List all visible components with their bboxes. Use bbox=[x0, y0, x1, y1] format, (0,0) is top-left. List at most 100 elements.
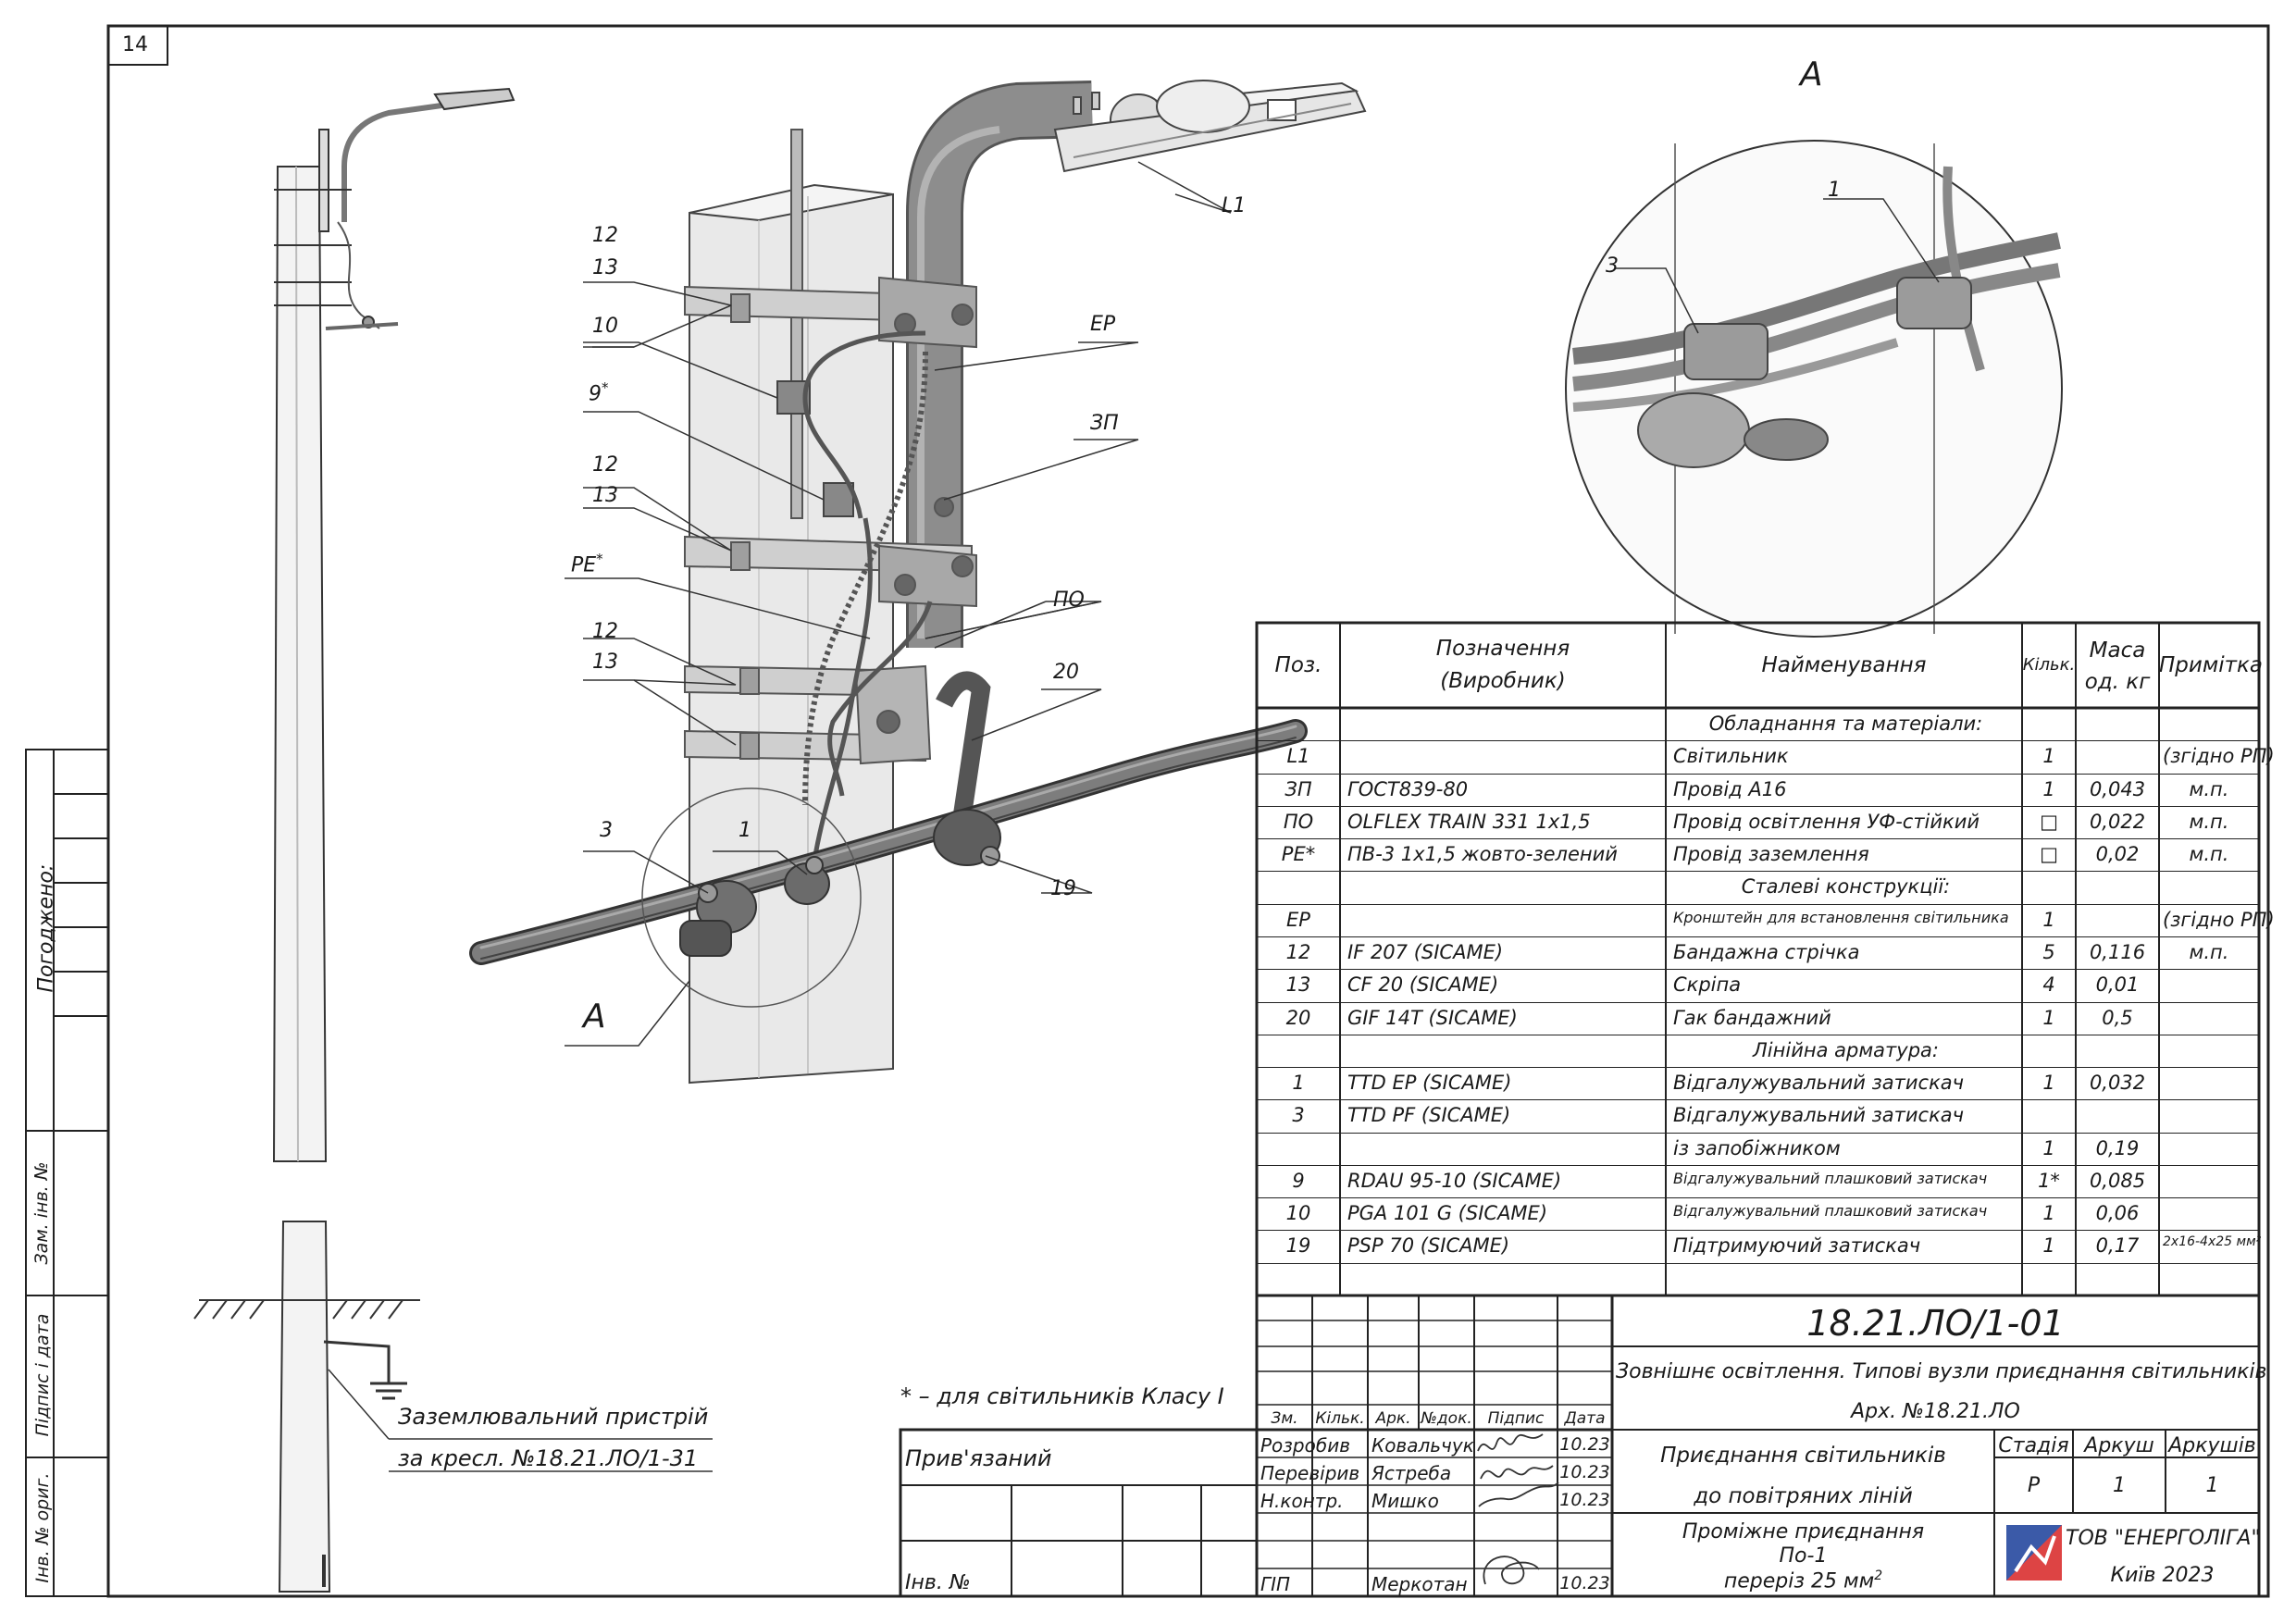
spec-cell-name: Світильник bbox=[1673, 745, 1789, 768]
spec-cell-qty: 1* bbox=[2038, 1169, 2060, 1192]
spec-cell-name: Гак бандажний bbox=[1673, 1006, 1831, 1029]
spec-cell-pos: 13 bbox=[1285, 973, 1311, 997]
signatures bbox=[1477, 1433, 1559, 1585]
callout-13-bottom: 13 bbox=[592, 651, 618, 674]
callout-zp: ЗП bbox=[1090, 412, 1119, 435]
detail-a-callout-1: 1 bbox=[1828, 179, 1841, 202]
spec-cell-pos: ПО bbox=[1283, 810, 1314, 833]
spec-cell-mass: 0,19 bbox=[2095, 1136, 2140, 1159]
sheet-title-line2: до повітряних ліній bbox=[1694, 1484, 1913, 1508]
callout-l1: L1 bbox=[1222, 194, 1247, 217]
spec-cell-qty: □ bbox=[2040, 810, 2058, 833]
signatory-date: 10.23 bbox=[1559, 1573, 1610, 1593]
archive-number: Арх. №18.21.ЛО bbox=[1851, 1400, 2020, 1423]
wires bbox=[802, 330, 933, 862]
callout-10: 10 bbox=[592, 315, 618, 338]
spec-cell-pos: 20 bbox=[1285, 1006, 1311, 1029]
callout-3: 3 bbox=[600, 819, 613, 842]
spec-cell-note: (згідно РП) bbox=[2163, 745, 2275, 768]
spec-cell-pos: 12 bbox=[1285, 940, 1311, 963]
sheet-number-box bbox=[107, 25, 168, 66]
inv-label: Інв. № bbox=[905, 1571, 971, 1594]
spec-header-mass-1: Маса bbox=[2089, 638, 2146, 663]
spec-cell-des: PSP 70 (SICAME) bbox=[1347, 1234, 1510, 1258]
stage-label: Стадія bbox=[1998, 1434, 2069, 1457]
company-name: ТОВ "ЕНЕРГОЛІГА" bbox=[2066, 1527, 2261, 1550]
band-straps bbox=[684, 276, 991, 816]
spec-cell-qty: 5 bbox=[2042, 940, 2055, 963]
spec-cell-name: Провід освітлення УФ-стійкий bbox=[1673, 810, 1980, 833]
spec-cell-mass: 0,022 bbox=[2089, 810, 2146, 833]
spec-cell-mass: 0,02 bbox=[2095, 843, 2140, 866]
spec-cell-note: м.п. bbox=[2189, 810, 2229, 833]
spec-cell-pos: 3 bbox=[1292, 1104, 1305, 1127]
spec-cell-qty: □ bbox=[2040, 843, 2058, 866]
bracket-ep bbox=[906, 81, 1093, 648]
spec-cell-mass: 0,032 bbox=[2089, 1072, 2146, 1095]
spec-cell-des: RDAU 95-10 (SICAME) bbox=[1347, 1169, 1562, 1192]
sheet-number: 14 bbox=[122, 33, 148, 56]
spec-header-qty: Кільк. bbox=[2022, 655, 2076, 675]
spec-cell-pos: EP bbox=[1286, 908, 1310, 931]
spec-cell-pos: 1 bbox=[1292, 1072, 1305, 1095]
spec-cell-pos: ЗП bbox=[1285, 777, 1312, 800]
strip-replaced-inv-label: Зам. інв. № bbox=[31, 1161, 52, 1265]
spec-cell-qty: 1 bbox=[2042, 1006, 2055, 1029]
spec-cell-mass: 0,01 bbox=[2095, 973, 2140, 997]
signatory-date: 10.23 bbox=[1559, 1490, 1610, 1510]
grounding-note-line1: Заземлювальний пристрій bbox=[398, 1404, 709, 1430]
subtitle-line2: По-1 bbox=[1779, 1544, 1828, 1568]
spec-cell-des: ПВ-3 1x1,5 жовто-зелений bbox=[1347, 843, 1618, 866]
spec-cell-des: IF 207 (SICAME) bbox=[1347, 940, 1504, 963]
overview-pole bbox=[272, 87, 515, 1162]
spec-row-divider bbox=[1257, 1099, 2259, 1101]
signatory-date: 10.23 bbox=[1559, 1434, 1610, 1455]
callout-ep: EP bbox=[1090, 313, 1116, 336]
class-footnote: * – для світильників Класу І bbox=[900, 1383, 1224, 1409]
signatory-name: Меркотан bbox=[1371, 1573, 1468, 1595]
spec-cell-name: Провід А16 bbox=[1673, 777, 1787, 800]
spec-cell-pos: PE* bbox=[1281, 843, 1316, 866]
line-clamps bbox=[679, 809, 1001, 957]
detail-a-callout-3: 3 bbox=[1606, 254, 1619, 278]
spec-cell-note: м.п. bbox=[2189, 940, 2229, 963]
spec-cell-name: Підтримуючий затискач bbox=[1673, 1234, 1921, 1258]
callout-12-middle: 12 bbox=[592, 453, 618, 477]
revision-header-cell: Арк. bbox=[1375, 1409, 1411, 1428]
spec-row-divider bbox=[1257, 805, 2259, 807]
callout-9: 9* bbox=[589, 379, 609, 406]
subtitle-line3: переріз 25 мм2 bbox=[1723, 1568, 1883, 1593]
spec-cell-note: 2x16-4x25 мм² bbox=[2163, 1234, 2262, 1250]
callout-20: 20 bbox=[1053, 661, 1079, 684]
spec-row-divider bbox=[1257, 936, 2259, 937]
spec-header-note: Примітка bbox=[2159, 653, 2263, 677]
signatory-name: Ковальчук bbox=[1371, 1434, 1474, 1457]
title-block-grid bbox=[899, 1294, 2261, 1598]
lower-pole-grounding bbox=[193, 1221, 713, 1593]
spec-cell-des: CF 20 (SICAME) bbox=[1347, 973, 1499, 997]
spec-header-designation-1: Позначення bbox=[1435, 637, 1570, 661]
strip-agreed-label: Погоджено: bbox=[34, 863, 58, 993]
callout-po: ПО bbox=[1053, 589, 1085, 612]
spec-section-title: Лінійна арматура: bbox=[1753, 1038, 1939, 1061]
spec-cell-des: PGA 101 G (SICAME) bbox=[1347, 1202, 1548, 1225]
project-title: Зовнішнє освітлення. Типові вузли приєдн… bbox=[1616, 1360, 2267, 1383]
spec-cell-pos: 10 bbox=[1285, 1202, 1311, 1225]
signatory-name: Мишко bbox=[1371, 1490, 1439, 1512]
sheets-label: Аркушів bbox=[2168, 1434, 2256, 1457]
spec-header-name: Найменування bbox=[1761, 653, 1927, 677]
spec-row-divider bbox=[1257, 838, 2259, 840]
spec-cell-name: Відгалужувальний плашковий затискач bbox=[1673, 1169, 1988, 1187]
sheet-label: Аркуш bbox=[2084, 1434, 2154, 1457]
city-year: Київ 2023 bbox=[2110, 1564, 2215, 1587]
spec-cell-name: Скріпа bbox=[1673, 973, 1742, 997]
detail-a-title: A bbox=[1800, 56, 1823, 93]
spec-row-divider bbox=[1257, 1132, 2259, 1134]
spec-cell-mass: 0,116 bbox=[2089, 940, 2146, 963]
signatory-date: 10.23 bbox=[1559, 1462, 1610, 1482]
callout-pe: PE* bbox=[571, 551, 603, 577]
strip-orig-inv-label: Інв. № ориг. bbox=[32, 1472, 53, 1583]
spec-cell-note: (згідно РП) bbox=[2163, 908, 2275, 931]
